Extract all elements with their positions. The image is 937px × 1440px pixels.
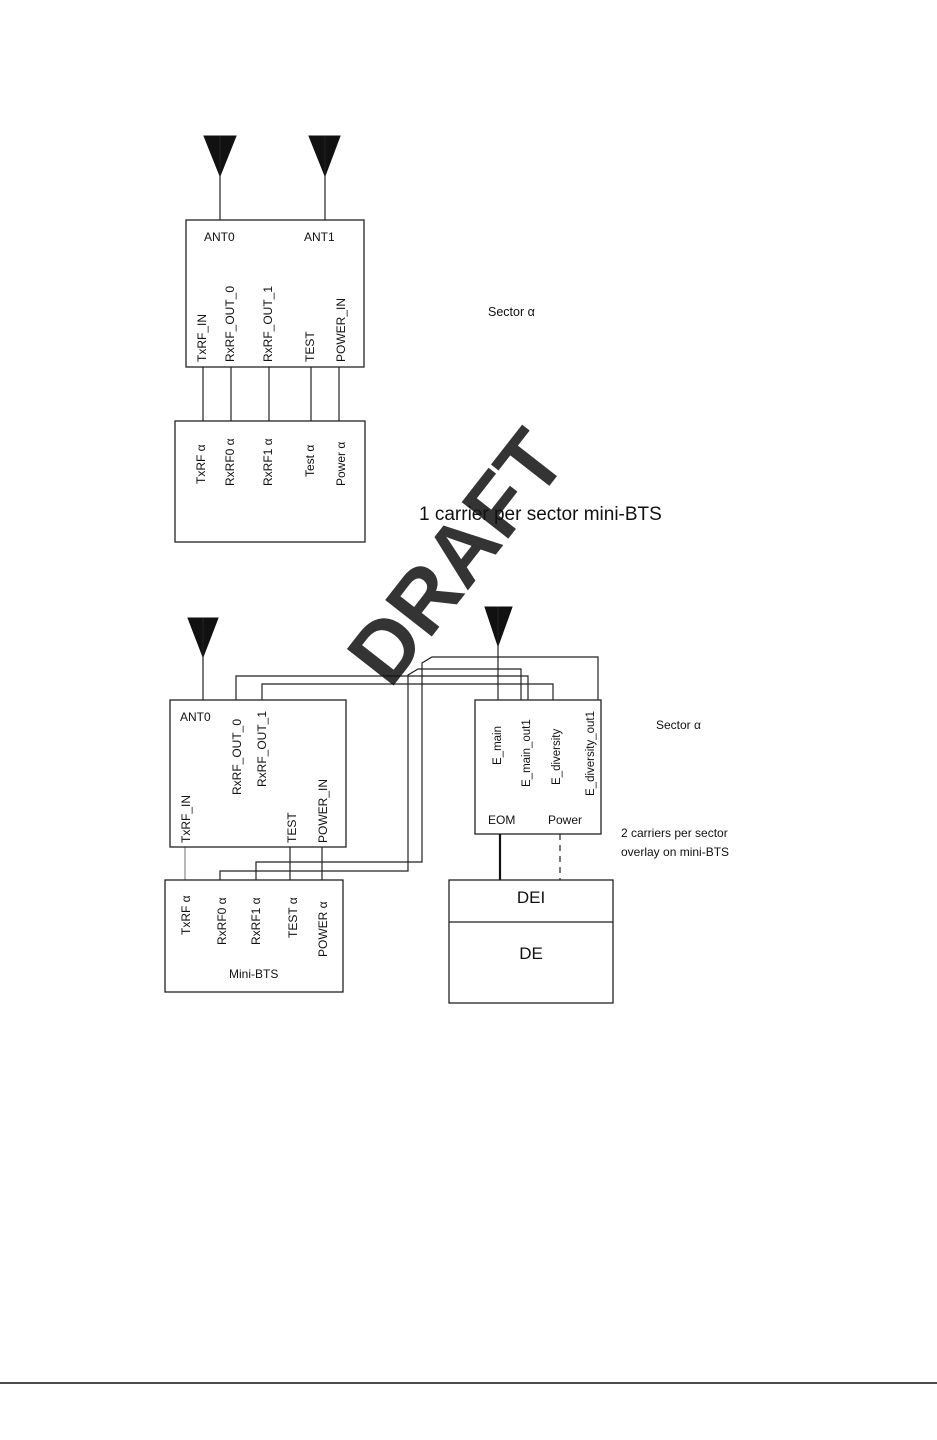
overlay-note-line2: overlay on mini-BTS bbox=[621, 845, 729, 859]
bts-port-rxrf0: RxRF0 α bbox=[223, 438, 237, 486]
bts-port-rxrf1: RxRF1 α bbox=[249, 897, 263, 945]
eom-power-label: Power bbox=[548, 813, 582, 827]
eom-port-e-main-out1: E_main_out1 bbox=[521, 719, 533, 787]
port-test: TEST bbox=[285, 812, 299, 843]
eom-label: EOM bbox=[488, 813, 515, 827]
port-rxrf-out-1: RxRF_OUT_1 bbox=[255, 711, 269, 787]
dei-label: DEI bbox=[517, 888, 545, 907]
eom-port-e-diversity: E_diversity bbox=[551, 729, 563, 785]
port-test: TEST bbox=[303, 331, 317, 362]
bts-port-power: POWER α bbox=[316, 901, 330, 957]
bts-port-power: Power α bbox=[334, 442, 348, 486]
dei-de-box bbox=[448, 879, 614, 1004]
caption-top: 1 carrier per sector mini-BTS bbox=[419, 504, 662, 525]
antenna-unit-box-bottom bbox=[169, 699, 347, 848]
sector-label-bottom: Sector α bbox=[656, 718, 701, 732]
port-rxrf-out-0: RxRF_OUT_0 bbox=[230, 719, 244, 795]
draft-watermark: DRAFT bbox=[329, 413, 584, 702]
port-txrf-in: TxRF_IN bbox=[179, 795, 193, 843]
antenna-unit-box bbox=[185, 219, 365, 368]
mini-bts-label: Mini-BTS bbox=[229, 967, 278, 981]
eom-box bbox=[474, 699, 602, 835]
bts-port-txrf: TxRF α bbox=[194, 444, 208, 484]
bottom-diagram: ANT0 RxRF_OUT_0 RxRF_OUT_1 TxRF_IN TEST … bbox=[164, 606, 729, 1004]
ant1-label: ANT1 bbox=[304, 230, 335, 244]
port-txrf-in: TxRF_IN bbox=[195, 314, 209, 362]
mini-bts-box bbox=[164, 879, 344, 993]
sector-label-top: Sector α bbox=[488, 305, 535, 319]
bts-port-test: TEST α bbox=[286, 897, 300, 938]
port-rxrf-out-0: RxRF_OUT_0 bbox=[223, 286, 237, 362]
bts-box bbox=[174, 420, 366, 543]
eom-port-e-main: E_main bbox=[492, 726, 504, 765]
bts-port-rxrf1: RxRF1 α bbox=[261, 438, 275, 486]
bts-port-txrf: TxRF α bbox=[179, 895, 193, 935]
port-power-in: POWER_IN bbox=[334, 298, 348, 362]
bts-port-rxrf0: RxRF0 α bbox=[215, 897, 229, 945]
top-diagram: ANT0 ANT1 TxRF_IN RxRF_OUT_0 RxRF_OUT_1 … bbox=[174, 135, 662, 543]
overlay-note-line1: 2 carriers per sector bbox=[621, 826, 728, 840]
de-label: DE bbox=[519, 944, 543, 963]
port-power-in: POWER_IN bbox=[316, 779, 330, 843]
bts-port-test: Test α bbox=[303, 445, 317, 477]
ant0-label-bottom: ANT0 bbox=[180, 710, 211, 724]
ant0-label: ANT0 bbox=[204, 230, 235, 244]
port-rxrf-out-1: RxRF_OUT_1 bbox=[261, 286, 275, 362]
eom-port-e-diversity-out1: E_diversity_out1 bbox=[585, 711, 597, 796]
